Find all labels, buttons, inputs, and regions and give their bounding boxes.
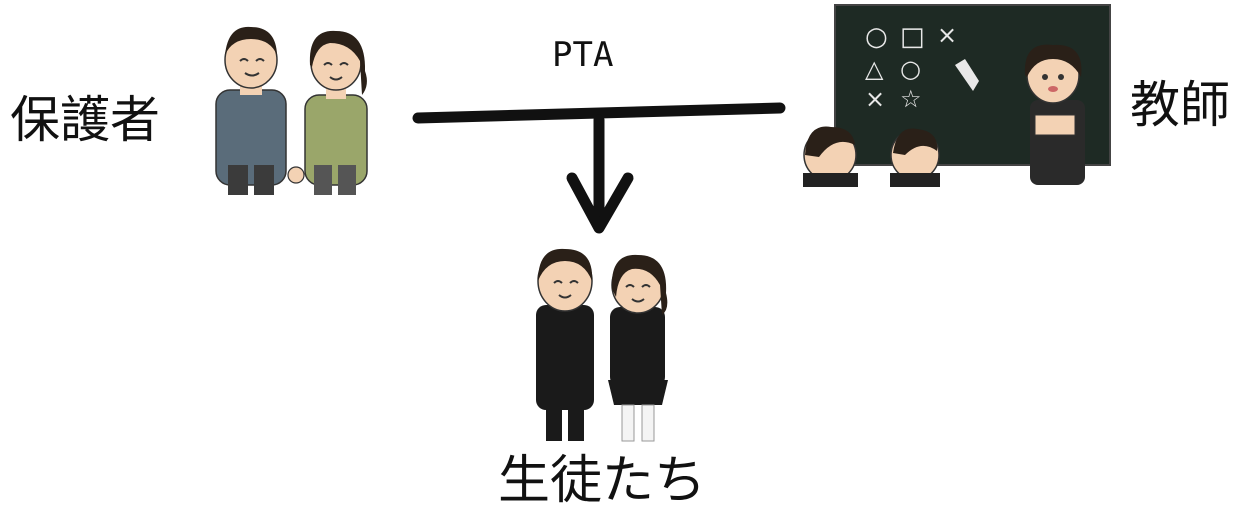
students-pair-icon — [536, 248, 668, 442]
teacher-classroom-icon: ○ □ × △ ○ × ☆ — [803, 4, 1111, 187]
symbol-triangle: △ — [865, 55, 884, 83]
girl-student-figure — [608, 254, 668, 442]
pta-connector-bar — [412, 102, 786, 124]
arrow-head — [566, 172, 634, 234]
symbol-cross: × — [937, 21, 957, 49]
symbol-circle-2: ○ — [900, 55, 921, 83]
symbol-cross-2: × — [865, 85, 885, 113]
symbol-square: □ — [900, 22, 925, 52]
teacher-label: 教師 — [1130, 76, 1230, 134]
parents-couple-icon — [215, 26, 368, 195]
symbol-circle: ○ — [865, 22, 888, 52]
chalk-mark — [955, 59, 979, 91]
students-label: 生徒たち — [498, 451, 707, 511]
symbol-star: ☆ — [900, 85, 922, 113]
teacher-figure — [1024, 44, 1085, 185]
mother-figure — [304, 30, 368, 195]
pta-label: PTA — [552, 35, 614, 75]
joined-hands — [287, 166, 305, 184]
father-figure — [215, 26, 287, 195]
seated-students — [803, 126, 940, 187]
boy-student-figure — [536, 248, 594, 441]
parents-label: 保護者 — [10, 91, 160, 149]
blackboard-symbols: ○ □ × △ ○ × ☆ — [865, 21, 957, 113]
